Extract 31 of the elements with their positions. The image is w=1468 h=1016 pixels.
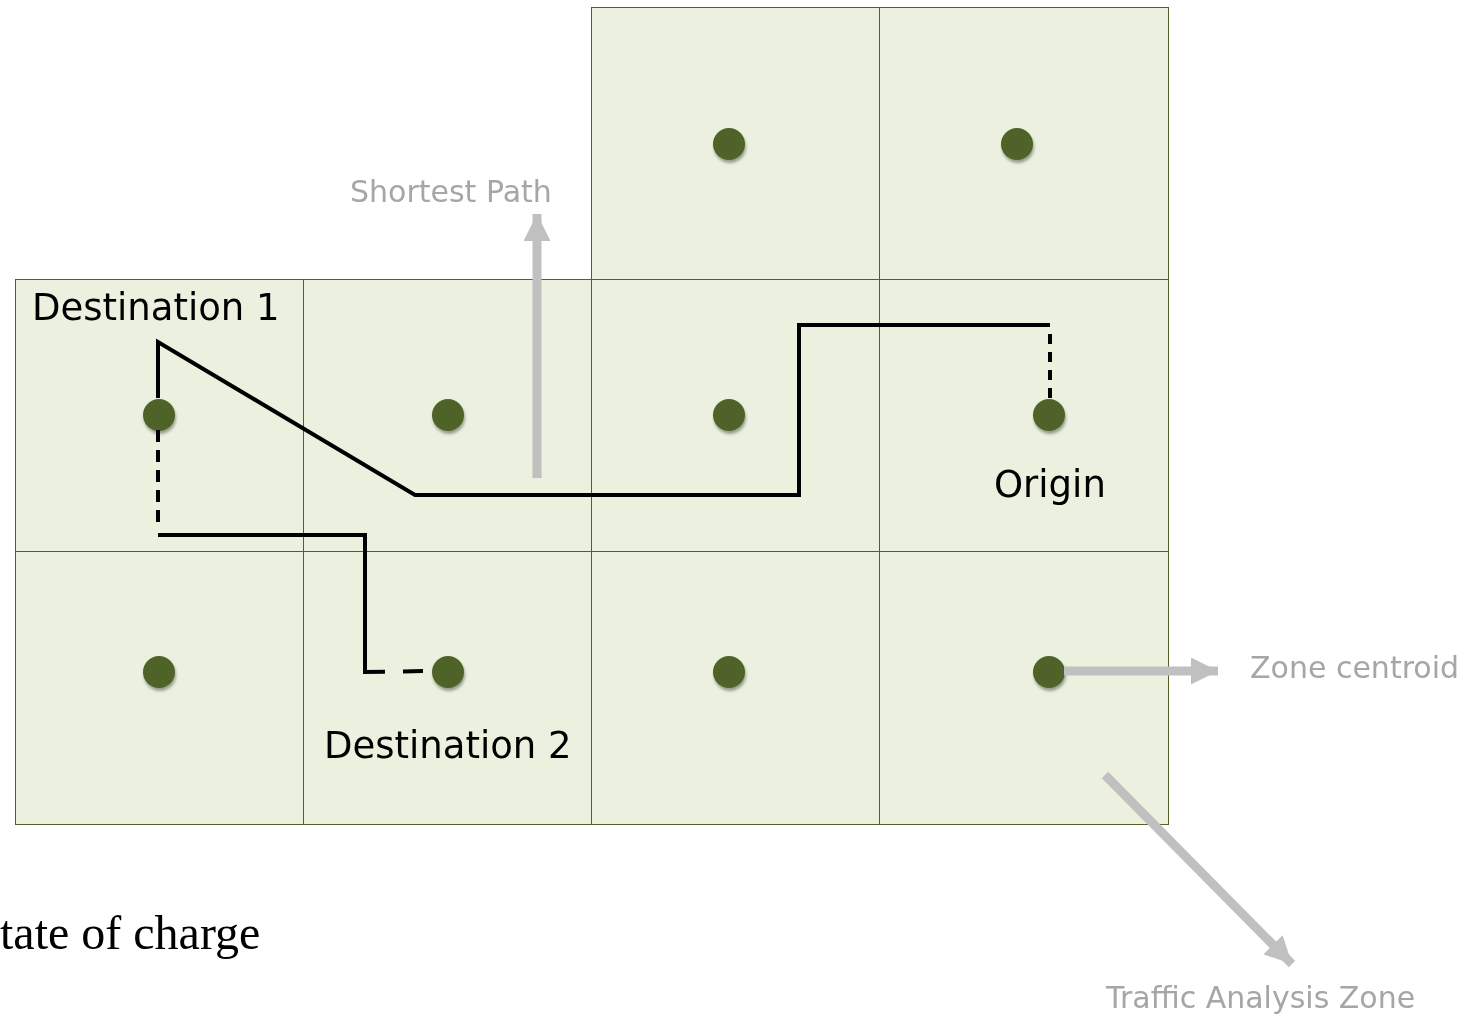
zone-cell [303,551,593,825]
zone-cell [879,7,1169,281]
caption-text: tate of charge [0,905,261,960]
centroid-dot [432,656,464,688]
callout-label: Zone centroid [1250,650,1460,685]
zone-cell [591,551,881,825]
place-label: Destination 2 [324,724,572,767]
centroid-dot [713,399,745,431]
route-line [156,323,1052,497]
zone-cell [879,279,1169,553]
zone-cell [303,279,593,553]
centroid-dot [1001,128,1033,160]
zone-cell [15,551,305,825]
centroid-dot [143,399,175,431]
centroid-dot [1033,399,1065,431]
leader-arrow [1064,657,1218,685]
zone-cell [879,551,1169,825]
callout-label: Traffic Analysis Zone [1106,980,1416,1015]
place-label: Destination 1 [32,286,280,329]
centroid-dot [713,128,745,160]
leader-arrow [1101,771,1296,968]
zone-cell [591,279,881,553]
zone-cell [15,279,305,553]
callout-label: Shortest Path [350,174,552,209]
place-label: Origin [994,463,1106,506]
centroid-dot [713,656,745,688]
centroid-dot [1033,656,1065,688]
centroid-dot [432,399,464,431]
zone-cell [591,7,881,281]
centroid-dot [143,656,175,688]
leader-arrow [523,214,551,478]
